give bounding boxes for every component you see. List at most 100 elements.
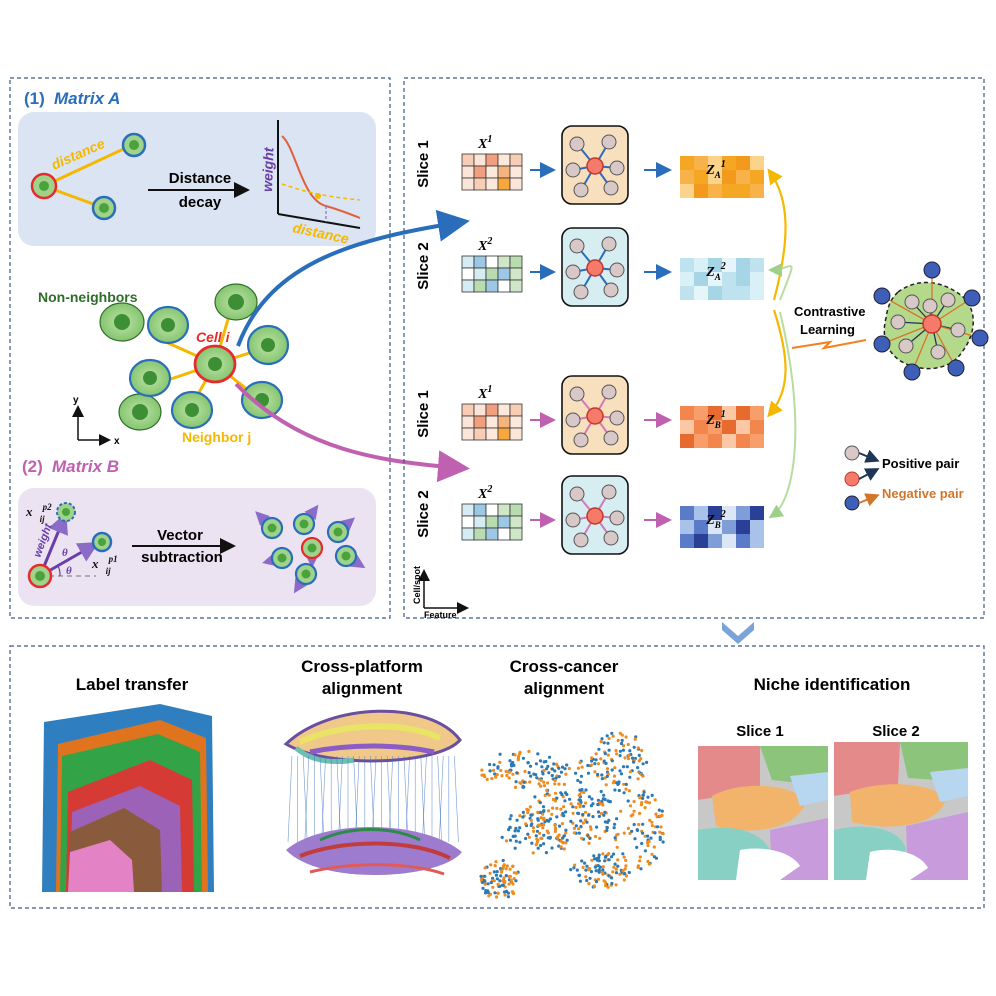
niche-slice1-label: Slice 1 [736, 723, 784, 740]
graph-node [601, 384, 617, 400]
embedding-cell [708, 506, 722, 520]
matrix-cell [497, 279, 511, 293]
embedding-cell [736, 434, 750, 448]
embedding-cell [708, 406, 722, 420]
embedding-cell [694, 506, 708, 520]
decay-label-2: decay [179, 194, 222, 211]
theta-1: θ [62, 547, 68, 559]
matrix-cell [473, 403, 487, 417]
positive-node [898, 338, 914, 354]
slice-label: Slice 2 [415, 490, 432, 538]
matrix-cell [509, 153, 523, 167]
graph-node [569, 386, 585, 402]
embedding-cell [708, 170, 722, 184]
embedding-cell [722, 156, 736, 170]
xy-axes: y x [72, 395, 120, 447]
matrix-cell [497, 527, 511, 541]
contrastive-green-arrow-bottom [768, 311, 797, 519]
embedding-cell [694, 406, 708, 420]
negative-node [923, 261, 941, 279]
matrix-cell [497, 403, 511, 417]
matrix-cell [497, 415, 511, 429]
embedding-cell [694, 420, 708, 434]
pair-legend: Positive pair Negative pair [844, 445, 964, 511]
embedding-cell [708, 420, 722, 434]
matrix-cell [485, 267, 499, 281]
embedding-cell [750, 520, 764, 534]
embedding-cell [736, 506, 750, 520]
axis-cell-label: Cell/spot [412, 566, 422, 604]
embedding-cell [750, 406, 764, 420]
graph-node [569, 486, 585, 502]
plot-ylabel: weight [259, 146, 277, 192]
embedding-cell [708, 258, 722, 272]
x-matrix-label: X2 [477, 236, 492, 254]
graph-node [609, 510, 625, 526]
embedding-cell [694, 156, 708, 170]
embedding-cell [680, 506, 694, 520]
embedding-cell [694, 434, 708, 448]
cell-i-label: Cell i [196, 329, 231, 345]
embedding-cell [736, 520, 750, 534]
matrix-cell [461, 515, 475, 529]
embedding-cell [680, 286, 694, 300]
embedding-cell [694, 286, 708, 300]
matrix-cell [497, 255, 511, 269]
chevron-down-icon [722, 622, 754, 644]
cell-nn-2 [214, 283, 258, 321]
graph-node [601, 236, 617, 252]
embedding-cell [736, 406, 750, 420]
matrix-cell [473, 515, 487, 529]
cross-platform-image [283, 709, 462, 876]
neighbor-j-label: Neighbor j [182, 429, 251, 445]
embedding-cell [722, 520, 736, 534]
matrix-cell [485, 515, 499, 529]
graph-node [603, 430, 619, 446]
graph-center-node [586, 507, 604, 525]
positive-node [950, 322, 966, 338]
matrix-cell [461, 267, 475, 281]
cross-platform-title-1: Cross-platform [301, 657, 423, 676]
graph-node [573, 432, 589, 448]
embedding-cell [736, 286, 750, 300]
embedding-cell [708, 434, 722, 448]
embedding-cell [750, 156, 764, 170]
matrix-axes: Cell/spot Feature [412, 566, 469, 620]
cell-cluster [99, 283, 290, 431]
embedding-cell [708, 156, 722, 170]
matrix-cell [461, 427, 475, 441]
x-matrix-label: X2 [477, 484, 492, 502]
embedding-cell [750, 258, 764, 272]
embedding-cell [722, 434, 736, 448]
graph-node [601, 484, 617, 500]
embedding-cell [694, 184, 708, 198]
graph-node [603, 180, 619, 196]
graph-center-node [586, 259, 604, 277]
cell-i [193, 344, 237, 384]
embedding-cell [722, 272, 736, 286]
embedding-cell [750, 286, 764, 300]
graph-node [603, 282, 619, 298]
cell-n-2 [246, 324, 290, 366]
embedding-cell [750, 434, 764, 448]
matrix-cell [461, 279, 475, 293]
negative-node [903, 363, 921, 381]
matrix-cell [473, 415, 487, 429]
positive-node [904, 294, 920, 310]
matrix-cell [485, 255, 499, 269]
negative-node [971, 329, 989, 347]
embedding-cell [694, 272, 708, 286]
matrix-cell [485, 427, 499, 441]
cell-n-4 [170, 390, 214, 430]
graph-node [601, 134, 617, 150]
embedding-cell [680, 520, 694, 534]
embedding-cell [680, 420, 694, 434]
matrix-cell [473, 527, 487, 541]
embedding-cell [694, 170, 708, 184]
embedding-cell [680, 406, 694, 420]
